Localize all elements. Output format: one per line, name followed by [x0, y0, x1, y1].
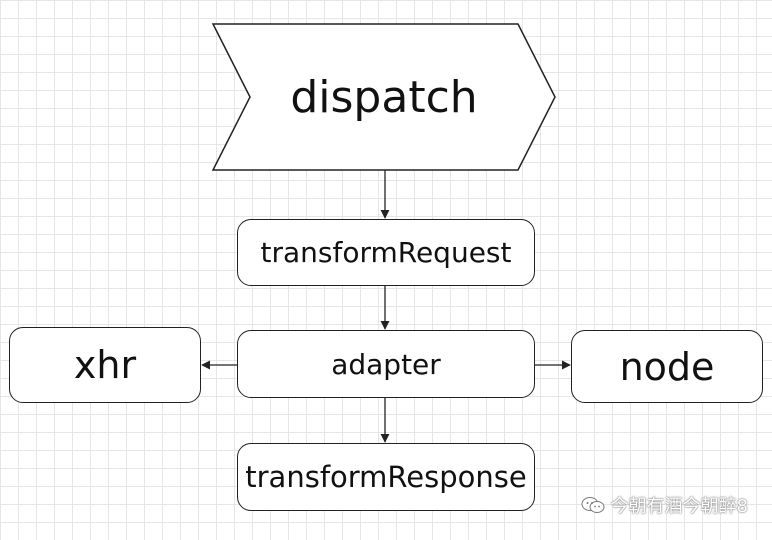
node-dispatch: dispatch	[290, 71, 478, 123]
node-adapter: adapter	[237, 330, 535, 398]
watermark: 今朝有酒今朝醉8	[581, 492, 748, 518]
dispatch-shape	[211, 23, 556, 171]
node-transform-response: transformResponse	[237, 443, 535, 511]
wechat-icon	[581, 497, 605, 513]
node-transform-request: transformRequest	[237, 219, 535, 286]
node-xhr: xhr	[9, 327, 201, 403]
watermark-text: 今朝有酒今朝醉8	[610, 496, 748, 517]
node-node: node	[571, 330, 763, 403]
